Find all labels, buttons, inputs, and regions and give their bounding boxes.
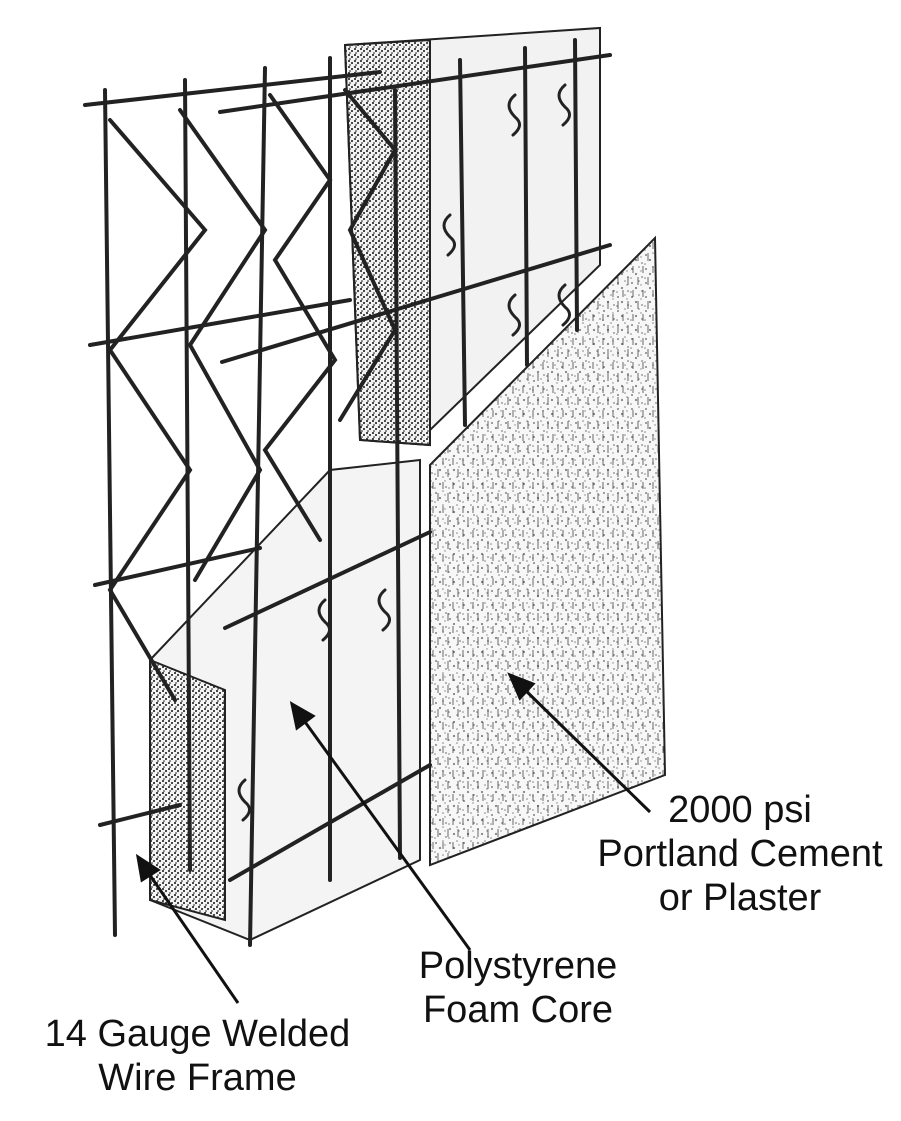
foam-label-line-2: Foam Core [422, 989, 614, 1031]
vertical-wire [573, 38, 579, 332]
vertical-wire [393, 88, 402, 860]
foam-label-line-1: Polystyrene [418, 945, 618, 987]
clip [317, 598, 331, 642]
clip [442, 213, 456, 257]
clip [507, 293, 521, 337]
horizontal-wire [93, 546, 262, 587]
cement-arrow-head [507, 672, 536, 701]
wire-clips [237, 83, 571, 822]
truss-wire [262, 93, 338, 542]
wire-arrow-head [135, 853, 161, 883]
wire-arrow-line [143, 867, 240, 1004]
vertical-wire [103, 88, 117, 937]
wire-label: 14 Gauge Welded Wire Frame [0, 1012, 395, 1100]
wire-label-line-2: Wire Frame [98, 1057, 297, 1099]
horizontal-wire [218, 53, 612, 114]
cement-label-line-1: 2000 psi [668, 789, 812, 831]
cement-label-line-3: or Plaster [658, 877, 822, 919]
truss-wire [107, 118, 208, 702]
horizontal-wire [220, 243, 612, 364]
cement-label-line-2: Portland Cement [597, 833, 883, 875]
callout-arrows [135, 672, 652, 1004]
foam-core [149, 26, 601, 942]
horizontal-wire [88, 298, 352, 347]
clip [377, 588, 391, 632]
clip [237, 778, 251, 822]
horizontal-wire [223, 530, 432, 630]
cement-label: 2000 psi Portland Cement or Plaster [570, 788, 901, 920]
wire-label-line-1: 14 Gauge Welded [44, 1013, 351, 1055]
clip [557, 283, 571, 327]
foam-arrow-head [289, 701, 316, 731]
foam-core-top-edge [343, 38, 431, 447]
foam-arrow-line [298, 714, 472, 951]
horizontal-wire [228, 763, 432, 882]
foam-label: Polystyrene Foam Core [378, 944, 658, 1032]
vertical-wire [248, 66, 267, 947]
clip [557, 83, 571, 127]
cement-arrow-line [518, 683, 652, 814]
clip [507, 93, 521, 137]
cement-layer [429, 235, 667, 867]
horizontal-wire [98, 803, 182, 827]
vertical-wire [458, 58, 467, 427]
horizontal-wire [83, 70, 382, 107]
wire-frame [83, 38, 612, 947]
truss-wire [338, 88, 398, 422]
truss-wire [178, 108, 268, 582]
vertical-wire [523, 46, 529, 367]
cement-layer-stipple [430, 238, 665, 865]
